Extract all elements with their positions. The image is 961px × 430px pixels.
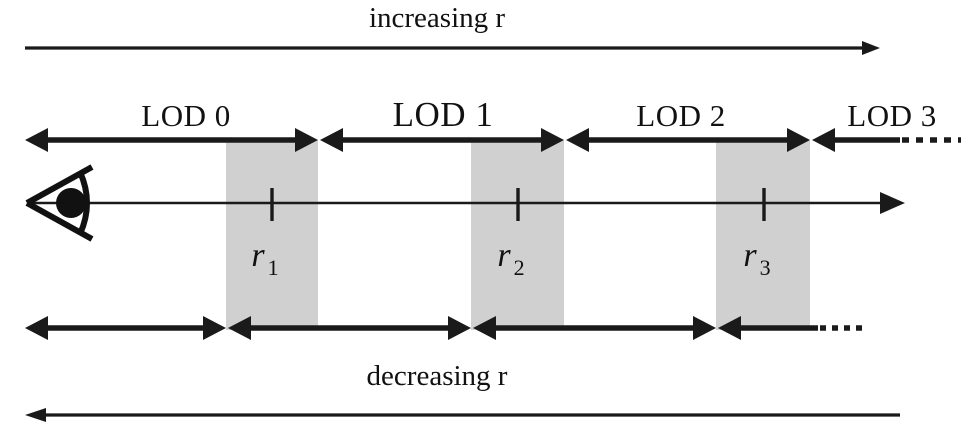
lod-label-2: LOD 2: [636, 98, 725, 133]
decreasing-r-arrow: [25, 408, 900, 422]
top-range-lod-2: [566, 128, 810, 152]
lod-label-0: LOD 0: [141, 98, 230, 133]
r1-symbol: r: [251, 237, 265, 274]
eye-icon: [25, 164, 94, 242]
r1-subscript: 1: [268, 255, 279, 280]
decreasing-r-caption: decreasing r: [367, 360, 508, 392]
lod-label-3: LOD 3: [847, 98, 936, 133]
band-r3: [716, 140, 810, 330]
eye-pupil: [56, 188, 86, 218]
r3-symbol: r: [743, 237, 757, 274]
increasing-r-caption: increasing r: [369, 2, 505, 34]
bottom-range-lod-1: [228, 316, 471, 340]
top-range-lod-3: [812, 128, 961, 152]
band-r2: [471, 140, 564, 330]
bottom-range-arrows: [25, 316, 868, 340]
bottom-range-lod-0: [25, 316, 226, 340]
r2-subscript: 2: [514, 255, 525, 280]
top-range-lod-0: [25, 128, 318, 152]
r2-symbol: r: [497, 237, 511, 274]
transition-bands: [226, 140, 810, 330]
lod-label-1: LOD 1: [393, 95, 494, 134]
top-range-arrows: [25, 128, 961, 152]
increasing-r-arrow: [25, 41, 880, 55]
viewing-axis: [30, 192, 905, 214]
band-r1: [226, 140, 318, 330]
top-range-lod-1: [320, 128, 564, 152]
radius-ticks: [270, 188, 766, 221]
bottom-range-lod-2: [473, 316, 716, 340]
bottom-range-lod-3: [718, 316, 868, 340]
r3-subscript: 3: [760, 255, 771, 280]
